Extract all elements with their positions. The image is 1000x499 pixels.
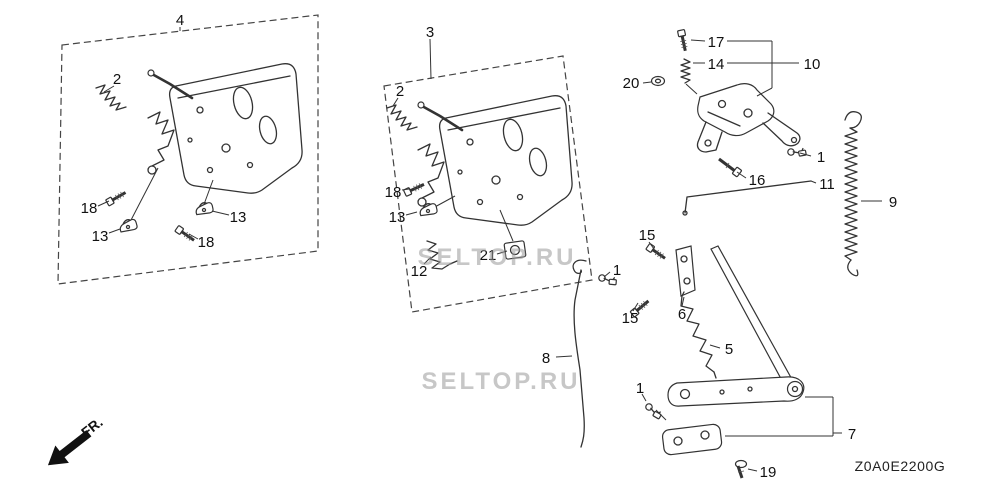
callout-6: 6 [678,306,686,323]
callout-14: 14 [708,56,725,73]
assembly-lower [572,241,805,479]
bracket-6 [675,245,696,297]
bolt-18-b [401,179,427,198]
bolt-19 [734,459,748,479]
callout-3: 3 [426,24,434,41]
callout-8: 8 [542,350,550,367]
watermark-text-upper: SELTOP.RU [417,244,576,271]
callout-12: 12 [411,263,428,280]
callout-5: 5 [725,341,733,358]
callout-20: 20 [623,75,640,92]
callout-1-top: 1 [817,149,825,166]
watermark-text-lower: SELTOP.RU [421,368,580,395]
callout-11: 11 [819,176,835,193]
assembly-box-3 [383,55,593,313]
spring-14 [680,58,691,84]
spring-12 [426,240,458,270]
bracket-7 [667,376,805,407]
bolt-18-a2 [173,223,198,245]
callout-15-lower: 15 [622,310,639,327]
clip-1-low [643,402,664,421]
callout-13-a1: 13 [92,228,109,245]
bolt-17 [675,27,691,53]
clamp-13-a2 [193,200,215,217]
callouts: 4 2 18 13 13 18 3 2 18 13 12 21 17 14 10… [81,12,898,481]
bolt-18-a1 [104,187,129,208]
diagram-code: Z0A0E2200G [855,458,946,474]
callout-21: 21 [480,247,497,264]
washer-20 [650,75,666,87]
assembly-top-right [650,27,862,277]
clamp-13-a1 [117,217,139,234]
rod-8 [572,259,587,448]
leader-lines [97,27,882,472]
callout-2a: 2 [113,71,121,88]
assembly-box-4 [57,14,319,285]
rod-11 [682,180,812,216]
callout-18-a1: 18 [81,200,98,217]
callout-16: 16 [749,172,766,189]
bolt-16 [718,157,743,178]
clamp-13-b [417,201,439,218]
callout-1-mid: 1 [613,262,621,279]
callout-19: 19 [760,464,777,481]
bracket-10-body [696,83,801,153]
lever-arm-7 [710,245,795,389]
callout-9: 9 [889,194,897,211]
callout-7: 7 [848,426,856,443]
callout-13-a2: 13 [230,209,247,226]
callout-15-upper: 15 [639,227,656,244]
callout-1-low: 1 [636,380,644,397]
callout-18-a2: 18 [198,234,215,251]
front-arrow-icon [47,430,92,466]
callout-13-b: 13 [389,209,406,226]
plate-7-lower [661,423,723,456]
callout-4: 4 [176,12,184,29]
front-direction-indicator: FR. [47,414,106,466]
spring-9 [844,111,862,277]
spring-5 [680,291,717,379]
callout-17: 17 [708,34,725,51]
callout-10: 10 [804,56,821,73]
spring-2a [95,84,127,111]
callout-18-b: 18 [385,184,402,201]
spring-2b [386,104,418,131]
callout-2b: 2 [396,83,404,100]
bolt-15-upper [644,241,669,263]
